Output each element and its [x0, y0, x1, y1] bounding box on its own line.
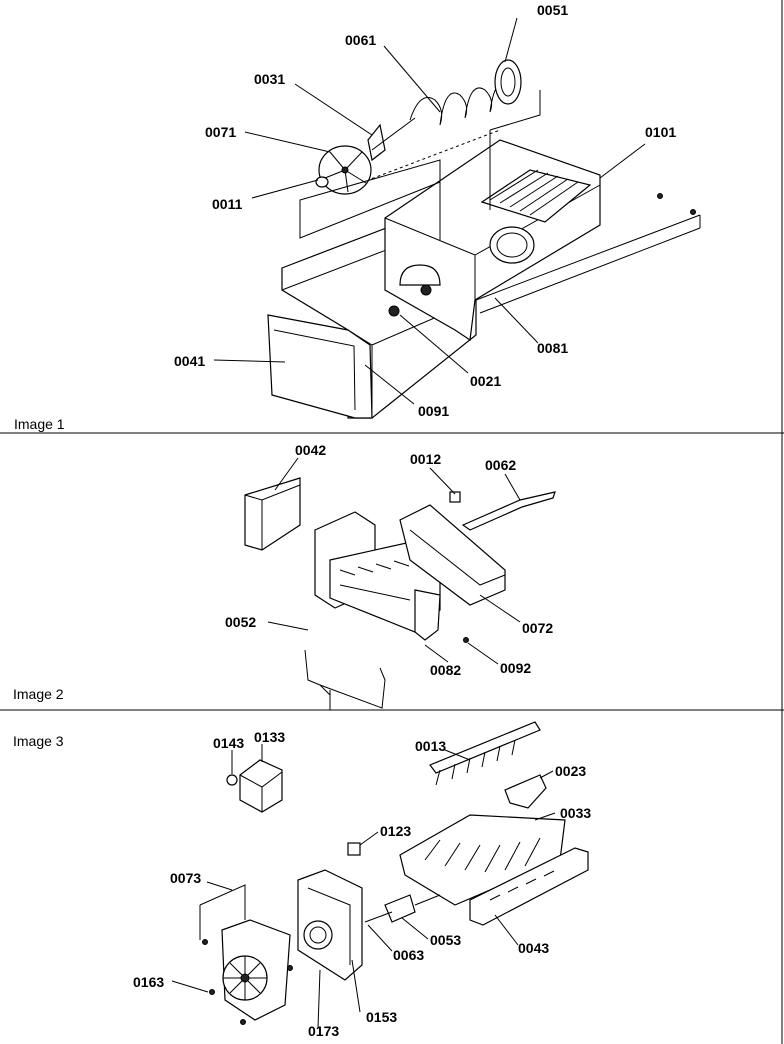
callout-0031: 0031 — [254, 71, 285, 87]
callout-0081: 0081 — [537, 340, 568, 356]
callout-0062: 0062 — [485, 457, 516, 473]
image-1-leaders — [213, 17, 646, 405]
callout-0082: 0082 — [430, 662, 461, 678]
callout-0143: 0143 — [213, 735, 244, 751]
callout-0123: 0123 — [380, 823, 411, 839]
callout-0053: 0053 — [430, 932, 461, 948]
image-2-drawing — [244, 477, 556, 710]
callout-0023: 0023 — [555, 763, 586, 779]
callout-0092: 0092 — [500, 660, 531, 676]
image-1-drawing — [267, 59, 701, 419]
callout-0173: 0173 — [308, 1023, 339, 1039]
image-3-leaders — [171, 744, 556, 1029]
callout-0072: 0072 — [522, 620, 553, 636]
callout-0091: 0091 — [418, 403, 449, 419]
callout-0013: 0013 — [415, 738, 446, 754]
callout-0033: 0033 — [560, 805, 591, 821]
callout-0011: 0011 — [212, 196, 243, 212]
callout-0101: 0101 — [645, 124, 676, 140]
callout-0051: 0051 — [537, 2, 568, 18]
callout-0073: 0073 — [170, 870, 201, 886]
callout-0153: 0153 — [366, 1009, 397, 1025]
callout-0041: 0041 — [174, 353, 205, 369]
callout-0043: 0043 — [518, 940, 549, 956]
callout-0071: 0071 — [205, 124, 236, 140]
callout-0163: 0163 — [133, 974, 164, 990]
callout-0063: 0063 — [393, 947, 424, 963]
callout-0133: 0133 — [254, 729, 285, 745]
image-3-drawing — [199, 721, 589, 1025]
image-2-leaders — [267, 457, 521, 665]
panel-label-image-2: Image 2 — [13, 686, 64, 702]
callout-0012: 0012 — [410, 451, 441, 467]
callout-0061: 0061 — [345, 32, 376, 48]
callout-0021: 0021 — [470, 373, 501, 389]
callout-0042: 0042 — [295, 442, 326, 458]
panel-label-image-1: Image 1 — [14, 416, 65, 432]
callout-0052: 0052 — [225, 614, 256, 630]
panel-label-image-3: Image 3 — [13, 733, 64, 749]
